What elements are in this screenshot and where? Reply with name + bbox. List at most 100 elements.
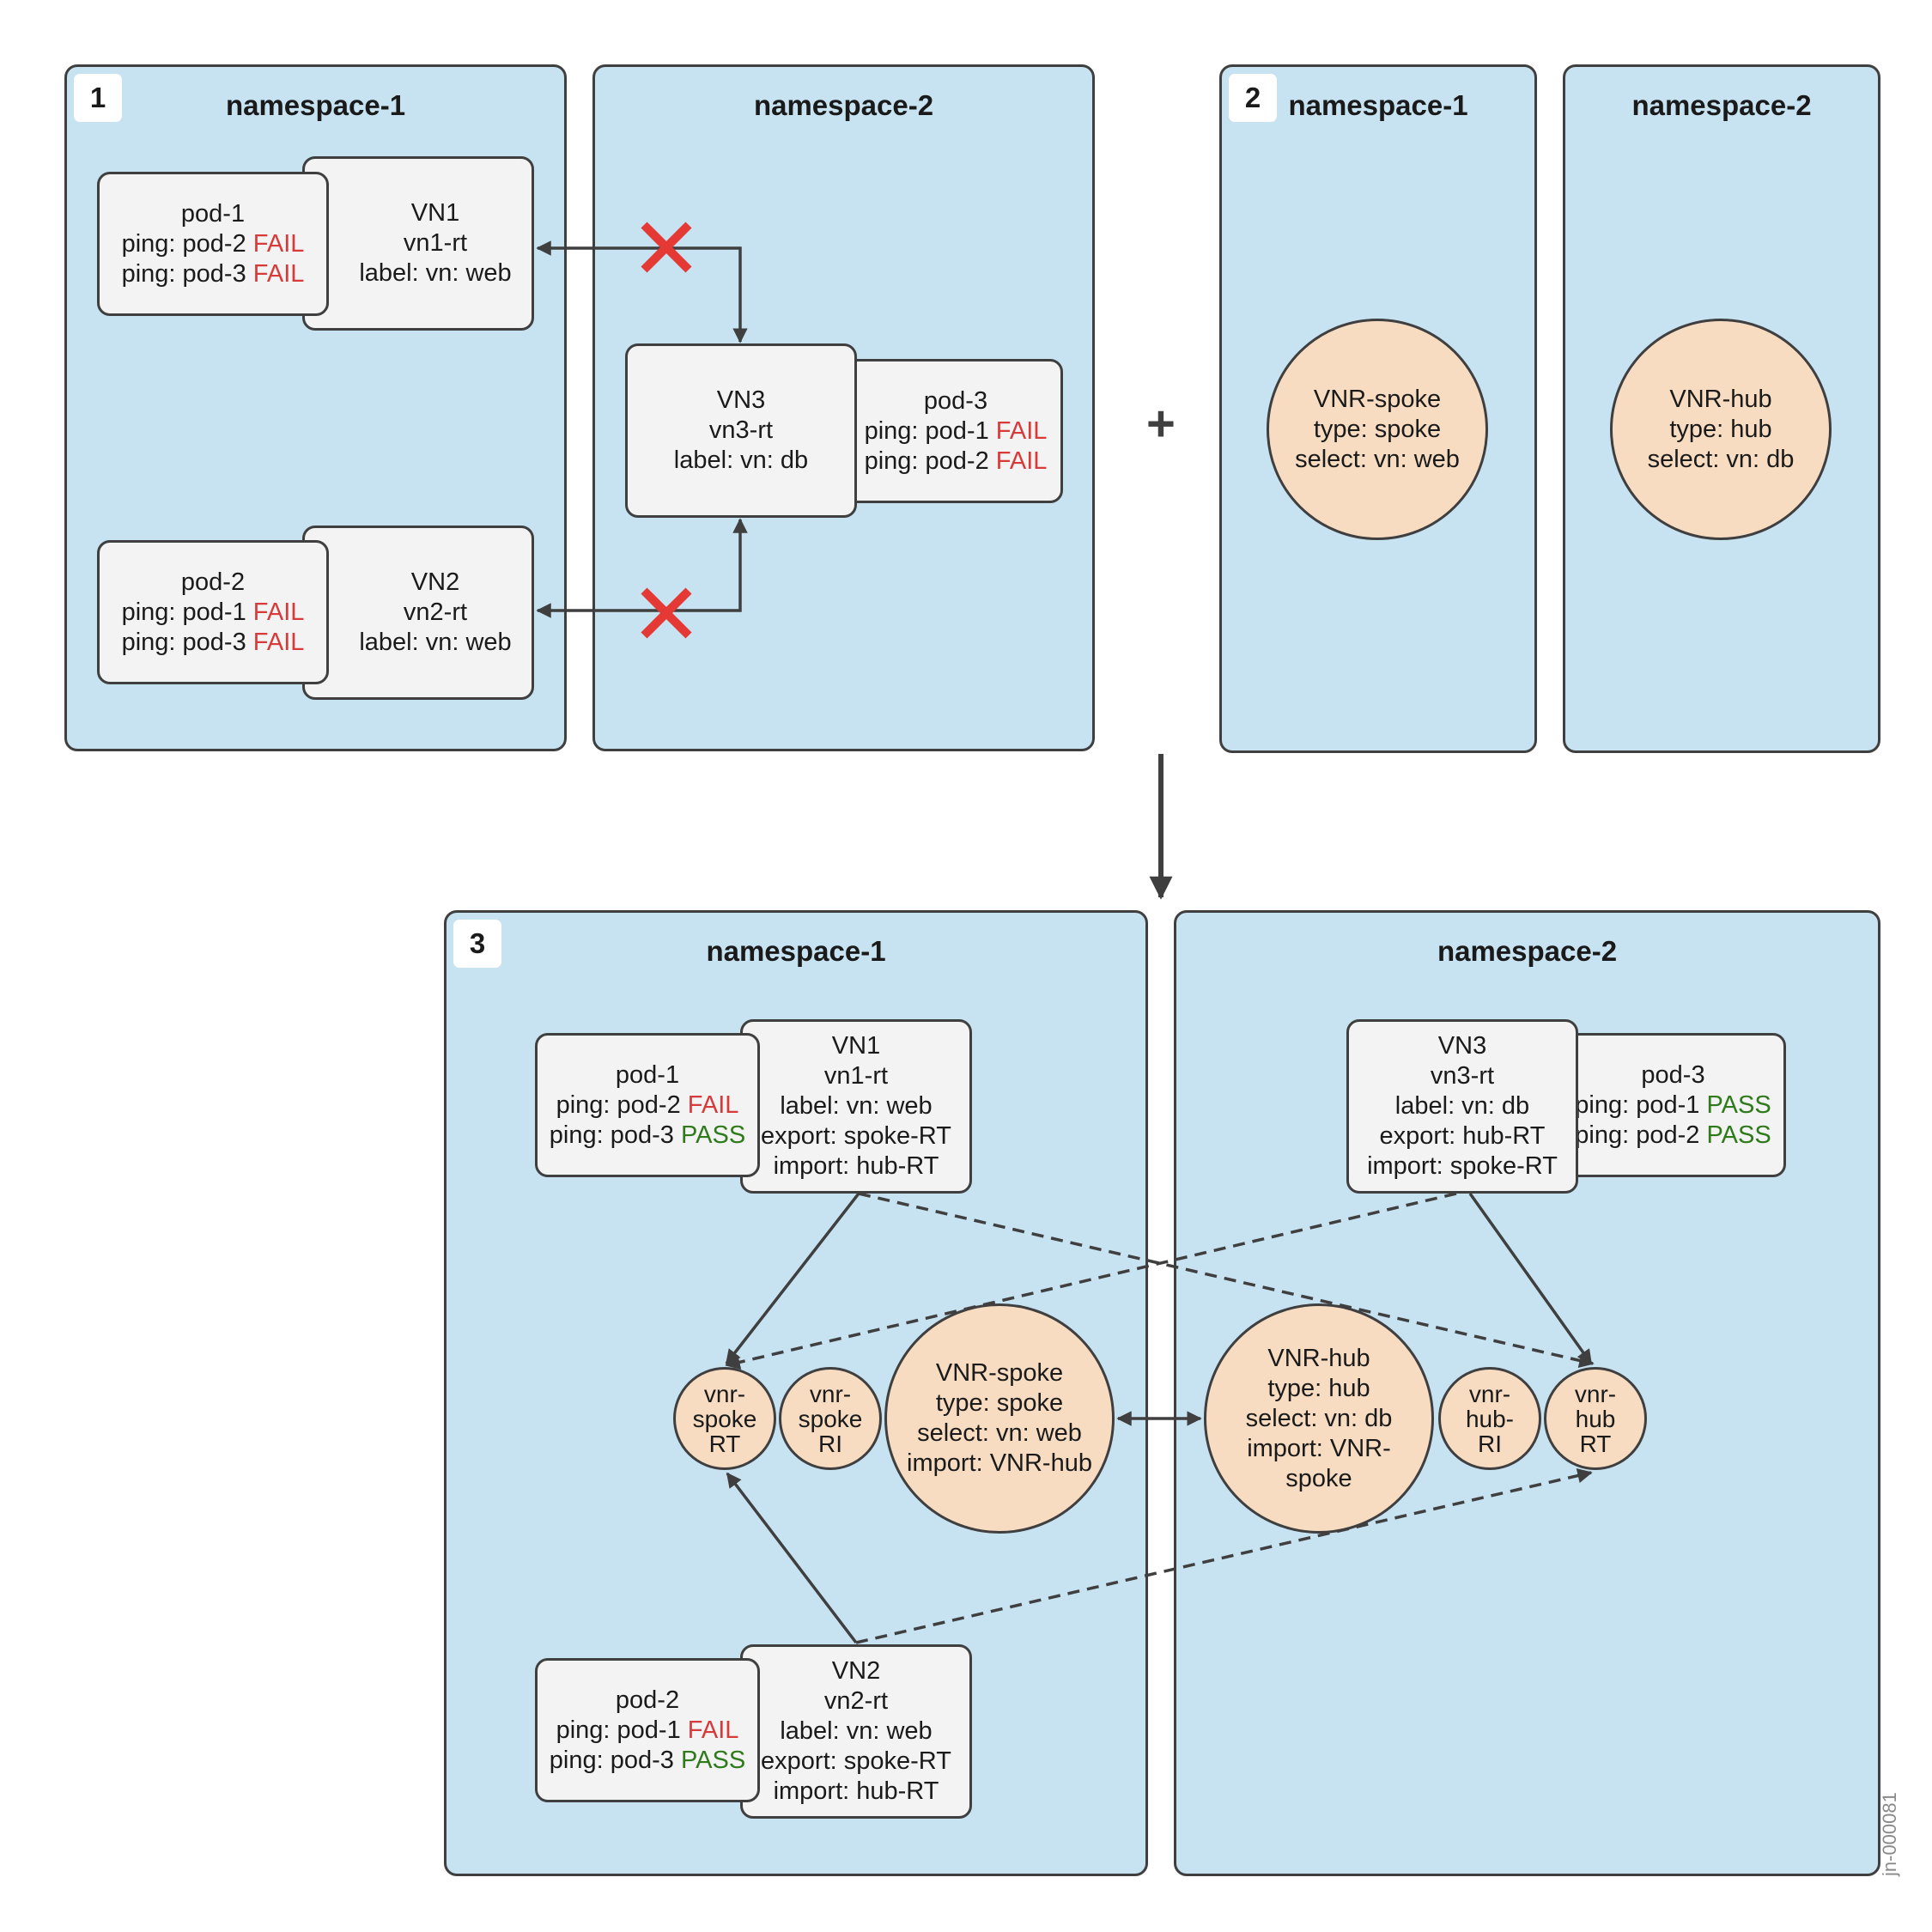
pod1-box: pod-1 ping: pod-2 FAIL ping: pod-3 PASS bbox=[535, 1033, 760, 1177]
ping-status: FAIL bbox=[252, 628, 305, 656]
namespace-title: namespace-2 bbox=[1631, 89, 1812, 121]
step-badge-2: 2 bbox=[1229, 74, 1277, 122]
vn-import: import: hub-RT bbox=[773, 1777, 939, 1805]
arrow-vn1-vn3 bbox=[536, 240, 748, 343]
ping-target: ping: pod-2 bbox=[1575, 1121, 1700, 1149]
vnr-spoke-circle: VNR-spoke type: spoke select: vn: web im… bbox=[884, 1303, 1115, 1534]
vnr-type: type: spoke bbox=[1313, 415, 1442, 443]
dashed-vn2-to-hub-rt bbox=[855, 1468, 1593, 1644]
vn-rt: vn3-rt bbox=[708, 416, 774, 444]
ping-status: FAIL bbox=[252, 259, 305, 288]
namespace-title: namespace-1 bbox=[706, 935, 886, 967]
ping-status: PASS bbox=[680, 1746, 746, 1774]
vn-rt: vn3-rt bbox=[1430, 1062, 1495, 1090]
pod3-box: pod-3 ping: pod-1 FAIL ping: pod-2 FAIL bbox=[831, 359, 1063, 503]
pod-name: pod-3 bbox=[1641, 1060, 1705, 1089]
vn-name: VN1 bbox=[831, 1032, 881, 1060]
dashed-vn3-to-spoke-rt bbox=[725, 1192, 1457, 1370]
ping-target: ping: pod-2 bbox=[121, 229, 246, 258]
arrow-vn3-to-hub-rt bbox=[1468, 1192, 1593, 1365]
arrow-vn2-vn3 bbox=[536, 518, 748, 618]
ping-status: FAIL bbox=[995, 416, 1048, 445]
vn-label: label: vn: web bbox=[359, 259, 512, 287]
vn-name: VN2 bbox=[831, 1657, 881, 1685]
vn-rt: vn1-rt bbox=[823, 1062, 889, 1090]
namespace-title: namespace-2 bbox=[1437, 935, 1618, 967]
ping-status: PASS bbox=[680, 1121, 746, 1149]
ping-target: ping: pod-1 bbox=[1575, 1091, 1700, 1119]
arrow-vn2-to-spoke-rt bbox=[726, 1472, 858, 1644]
vn-label: label: vn: web bbox=[359, 629, 512, 656]
pod-name: pod-3 bbox=[923, 386, 988, 415]
step-badge-1: 1 bbox=[74, 74, 122, 122]
vn2-box: VN2 vn2-rt label: vn: web export: spoke-… bbox=[740, 1644, 972, 1819]
pod2-box: pod-2 ping: pod-1 FAIL ping: pod-3 FAIL bbox=[97, 540, 329, 684]
vnr-type: type: hub bbox=[1669, 415, 1772, 443]
ping-target: ping: pod-3 bbox=[121, 259, 246, 288]
namespace-title: namespace-2 bbox=[753, 89, 934, 121]
vn-label: label: vn: db bbox=[1394, 1092, 1530, 1120]
vnr-select: select: vn: web bbox=[1295, 445, 1460, 473]
figure-id: jn-000081 bbox=[1879, 1792, 1900, 1876]
vnr-hub-circle: VNR-hub type: hub select: vn: db bbox=[1610, 319, 1832, 540]
ping-target: ping: pod-2 bbox=[864, 447, 989, 475]
ping-target: ping: pod-2 bbox=[556, 1091, 681, 1119]
namespace-title: namespace-1 bbox=[225, 89, 406, 121]
ping-status: FAIL bbox=[995, 447, 1048, 475]
pod-name: pod-1 bbox=[180, 199, 246, 228]
vnr-spoke-circle: VNR-spoke type: spoke select: vn: web bbox=[1267, 319, 1488, 540]
vn-name: VN3 bbox=[716, 386, 766, 414]
dashed-vn1-to-hub-rt bbox=[858, 1192, 1595, 1368]
vnr-name: VNR-spoke bbox=[1313, 385, 1442, 413]
vn-label: label: vn: web bbox=[780, 1092, 933, 1120]
ping-status: FAIL bbox=[687, 1716, 739, 1744]
vn-export: export: spoke-RT bbox=[761, 1122, 951, 1150]
vnr-hub-rt-circle: vnr- hub RT bbox=[1544, 1367, 1647, 1470]
ping-status: FAIL bbox=[252, 598, 305, 626]
vnr-spoke-ri-circle: vnr- spoke RI bbox=[779, 1367, 882, 1470]
ping-target: ping: pod-3 bbox=[549, 1121, 674, 1149]
blocked-cross-icon bbox=[641, 222, 692, 273]
pod1-box: pod-1 ping: pod-2 FAIL ping: pod-3 FAIL bbox=[97, 172, 329, 316]
vn-import: import: hub-RT bbox=[773, 1152, 939, 1180]
vn-rt: vn1-rt bbox=[403, 229, 468, 257]
vn-name: VN1 bbox=[410, 199, 460, 227]
vn-label: label: vn: db bbox=[673, 447, 809, 474]
ping-target: ping: pod-3 bbox=[121, 628, 246, 656]
blocked-cross-icon bbox=[641, 587, 692, 639]
ping-status: PASS bbox=[1706, 1091, 1771, 1119]
ping-target: ping: pod-1 bbox=[864, 416, 989, 445]
vn-export: export: spoke-RT bbox=[761, 1747, 951, 1775]
vn-rt: vn2-rt bbox=[823, 1687, 889, 1715]
pod2-box: pod-2 ping: pod-1 FAIL ping: pod-3 PASS bbox=[535, 1658, 760, 1802]
ping-target: ping: pod-3 bbox=[549, 1746, 674, 1774]
pod-name: pod-2 bbox=[180, 568, 246, 596]
ping-status: FAIL bbox=[252, 229, 305, 258]
vn3-box: VN3 vn3-rt label: vn: db bbox=[625, 343, 857, 518]
vnr-name: VNR-hub bbox=[1669, 385, 1772, 413]
pod-name: pod-1 bbox=[615, 1060, 680, 1089]
ping-target: ping: pod-1 bbox=[556, 1716, 681, 1744]
vn-import: import: spoke-RT bbox=[1367, 1152, 1558, 1180]
step-badge-3: 3 bbox=[453, 920, 501, 968]
vn3-box: VN3 vn3-rt label: vn: db export: hub-RT … bbox=[1346, 1019, 1578, 1194]
vn-label: label: vn: web bbox=[780, 1717, 933, 1745]
vn1-box: VN1 vn1-rt label: vn: web bbox=[302, 156, 534, 331]
vn2-box: VN2 vn2-rt label: vn: web bbox=[302, 526, 534, 700]
pod-name: pod-2 bbox=[615, 1686, 680, 1714]
vnr-select: select: vn: db bbox=[1647, 445, 1795, 473]
arrow-vn1-to-spoke-rt bbox=[725, 1192, 860, 1365]
vnr-spoke-rt-circle: vnr- spoke RT bbox=[673, 1367, 776, 1470]
namespace-title: namespace-1 bbox=[1288, 89, 1468, 121]
vn-name: VN2 bbox=[410, 568, 460, 596]
vn-name: VN3 bbox=[1437, 1032, 1487, 1060]
vn-rt: vn2-rt bbox=[403, 598, 468, 626]
ping-target: ping: pod-1 bbox=[121, 598, 246, 626]
vn-export: export: hub-RT bbox=[1379, 1122, 1546, 1150]
pod3-box: pod-3 ping: pod-1 PASS ping: pod-2 PASS bbox=[1560, 1033, 1786, 1177]
vnr-hub-circle: VNR-hub type: hub select: vn: db import:… bbox=[1204, 1303, 1434, 1534]
ping-status: PASS bbox=[1706, 1121, 1771, 1149]
plus-sign: + bbox=[1146, 396, 1176, 452]
vnr-hub-ri-circle: vnr- hub- RI bbox=[1438, 1367, 1541, 1470]
